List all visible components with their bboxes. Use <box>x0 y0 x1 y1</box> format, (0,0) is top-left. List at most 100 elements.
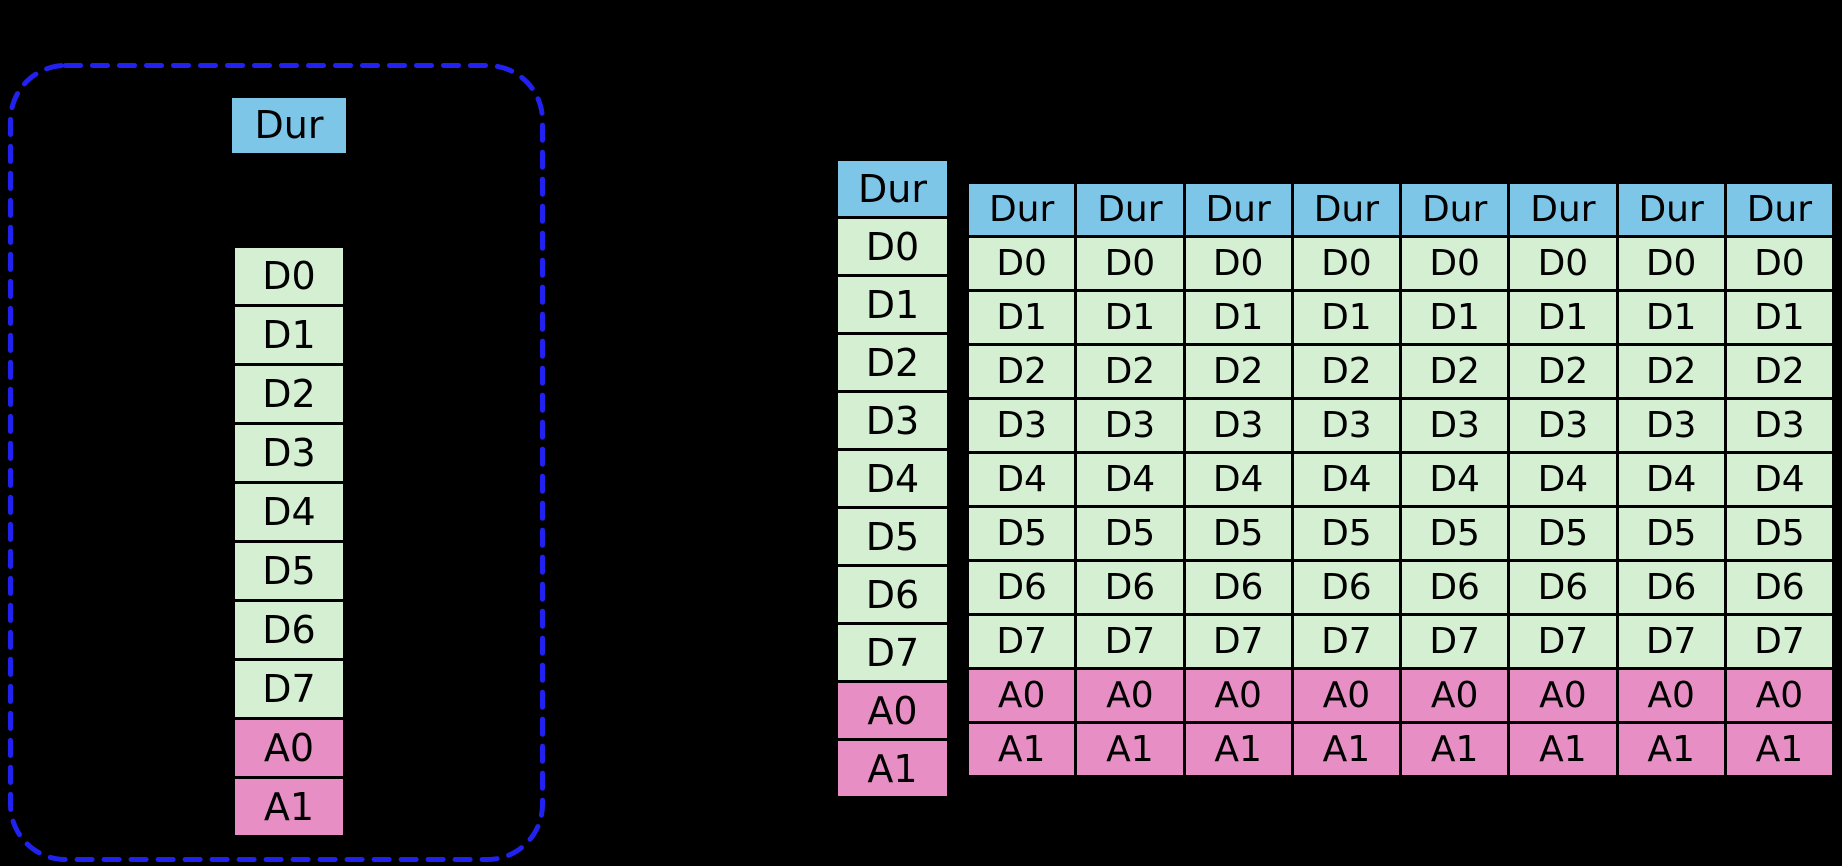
grid-cell-dur-col3: Dur <box>1290 181 1403 238</box>
legend-cell-a0: A0 <box>232 717 346 779</box>
grid-cell-d7-col4: D7 <box>1398 613 1511 670</box>
grid-cell-dur-col4: Dur <box>1398 181 1511 238</box>
row-header-row: D6 <box>835 564 950 625</box>
grid-cell-d4-col2: D4 <box>1182 451 1294 508</box>
grid-cell-d6-col3: D6 <box>1290 559 1403 616</box>
legend-row: D0 <box>232 245 346 307</box>
grid-cell-d4-col0: D4 <box>965 451 1078 508</box>
legend-cell-d6: D6 <box>232 599 346 661</box>
grid-cell-d2-col1: D2 <box>1074 343 1186 400</box>
grid-cell-a1-col1: A1 <box>1074 721 1186 778</box>
row-header-row: D7 <box>835 622 950 683</box>
grid-cell-d1-col5: D1 <box>1507 289 1619 346</box>
row-header-row: A0 <box>835 680 950 741</box>
grid-cell-d2-col4: D2 <box>1398 343 1511 400</box>
grid-cell-a0-col5: A0 <box>1507 667 1619 724</box>
grid-cell-d7-col2: D7 <box>1182 613 1294 670</box>
grid-cell-d4-col7: D4 <box>1723 451 1836 508</box>
grid-cell-d6-col1: D6 <box>1074 559 1186 616</box>
row-header-row: D0 <box>835 216 950 277</box>
grid-cell-d3-col7: D3 <box>1723 397 1836 454</box>
grid-cell-d5-col7: D5 <box>1723 505 1836 562</box>
grid-cell-d0-col5: D0 <box>1507 235 1619 292</box>
grid-cell-d4-col4: D4 <box>1398 451 1511 508</box>
legend-row: D7 <box>232 658 346 720</box>
grid-cell-d6-col5: D6 <box>1507 559 1619 616</box>
grid-cell-d3-col0: D3 <box>965 397 1078 454</box>
grid-cell-d4-col6: D4 <box>1615 451 1727 508</box>
grid-cell-a0-col2: A0 <box>1182 667 1294 724</box>
legend-row: D4 <box>232 481 346 543</box>
legend-row: D3 <box>232 422 346 484</box>
grid-cell-d4-col5: D4 <box>1507 451 1619 508</box>
dashed-group-outline <box>8 63 545 862</box>
legend-cell-d7: D7 <box>232 658 346 720</box>
row-header-row: D1 <box>835 274 950 335</box>
grid-cell-d7-col7: D7 <box>1723 613 1836 670</box>
grid-cell-d1-col7: D1 <box>1723 289 1836 346</box>
grid-cell-dur-col1: Dur <box>1074 181 1186 238</box>
grid-cell-d7-col1: D7 <box>1074 613 1186 670</box>
legend-row: D1 <box>232 304 346 366</box>
grid-cell-d0-col2: D0 <box>1182 235 1294 292</box>
grid-cell-d5-col4: D5 <box>1398 505 1511 562</box>
grid-cell-dur-col5: Dur <box>1507 181 1619 238</box>
grid-cell-d0-col1: D0 <box>1074 235 1186 292</box>
legend-cell-d5: D5 <box>232 540 346 602</box>
grid-cell-d6-col7: D6 <box>1723 559 1836 616</box>
row-header-cell-a0: A0 <box>835 680 950 741</box>
grid-cell-d7-col3: D7 <box>1290 613 1403 670</box>
row-header-cell-d4: D4 <box>835 448 950 509</box>
grid-cell-d2-col5: D2 <box>1507 343 1619 400</box>
grid-cell-d3-col4: D3 <box>1398 397 1511 454</box>
grid-cell-a1-col3: A1 <box>1290 721 1403 778</box>
legend-duration-header: Dur <box>232 98 346 153</box>
grid-cell-d5-col0: D5 <box>965 505 1078 562</box>
legend-cell-d2: D2 <box>232 363 346 425</box>
grid-cell-d3-col3: D3 <box>1290 397 1403 454</box>
grid-cell-d0-col3: D0 <box>1290 235 1403 292</box>
grid-cell-d6-col4: D6 <box>1398 559 1511 616</box>
row-header-cell-d3: D3 <box>835 390 950 451</box>
grid-cell-d7-col6: D7 <box>1615 613 1727 670</box>
legend-row: A1 <box>232 776 346 838</box>
grid-cell-d6-col6: D6 <box>1615 559 1727 616</box>
grid-cell-a1-col5: A1 <box>1507 721 1619 778</box>
grid-cell-d5-col1: D5 <box>1074 505 1186 562</box>
grid-cell-d2-col0: D2 <box>965 343 1078 400</box>
grid-cell-d3-col2: D3 <box>1182 397 1294 454</box>
grid-cell-a0-col1: A0 <box>1074 667 1186 724</box>
legend-row: D2 <box>232 363 346 425</box>
grid-cell-a0-col0: A0 <box>965 667 1078 724</box>
row-header-row: D5 <box>835 506 950 567</box>
grid-cell-d7-col0: D7 <box>965 613 1078 670</box>
row-header-row: D2 <box>835 332 950 393</box>
grid-cell-d2-col6: D2 <box>1615 343 1727 400</box>
legend-row: D6 <box>232 599 346 661</box>
grid-cell-d1-col4: D1 <box>1398 289 1511 346</box>
grid-cell-d6-col2: D6 <box>1182 559 1294 616</box>
grid-cell-d1-col2: D1 <box>1182 289 1294 346</box>
grid-cell-d2-col2: D2 <box>1182 343 1294 400</box>
row-header-row: D3 <box>835 390 950 451</box>
row-header-cell-d7: D7 <box>835 622 950 683</box>
grid-cell-d2-col7: D2 <box>1723 343 1836 400</box>
grid-cell-a0-col6: A0 <box>1615 667 1727 724</box>
legend-cell-d1: D1 <box>232 304 346 366</box>
legend-cell-d3: D3 <box>232 422 346 484</box>
